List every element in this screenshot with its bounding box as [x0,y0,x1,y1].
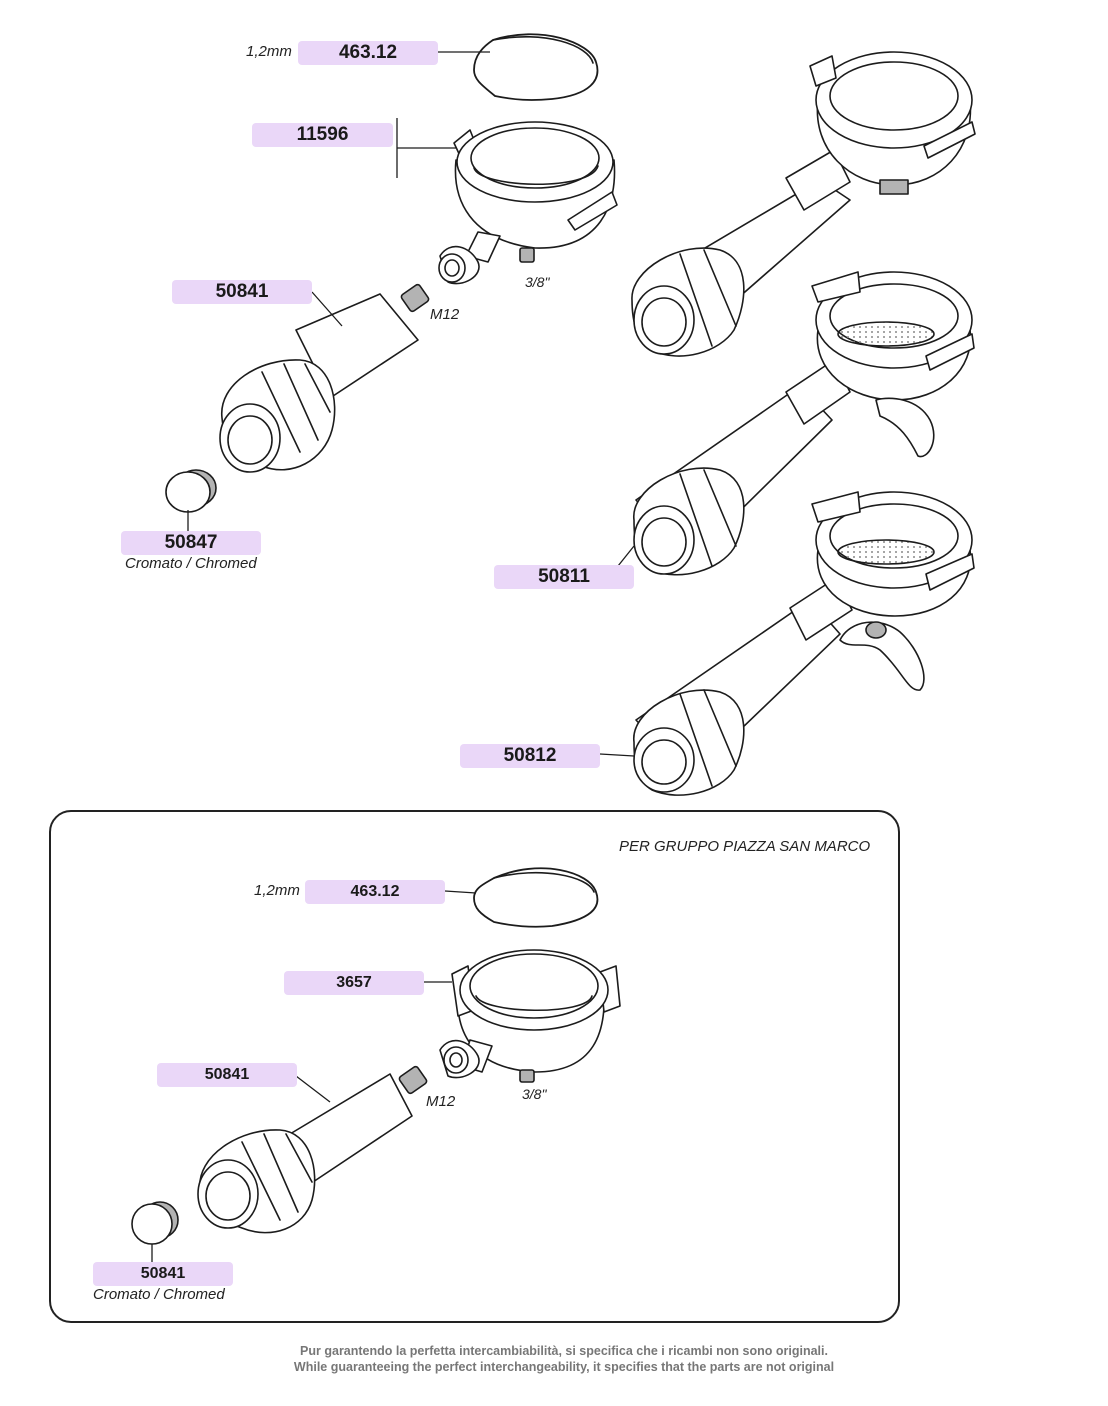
leader-line [444,890,477,894]
leader-line [599,753,635,757]
panel-title: PER GRUPPO PIAZZA SAN MARCO [619,838,871,855]
leader-line [617,545,635,567]
handle-drawing [219,283,430,473]
panel-gasket-part-code: 463.12 [305,880,445,904]
panel-filter-holder-part-code: 3657 [284,971,424,995]
end-cap-drawing [165,469,217,513]
end-cap-drawing [131,1201,179,1245]
handle-thread-note: M12 [430,306,460,323]
gasket-ring-drawing [493,871,595,893]
filter-holder-part-code: 11596 [252,123,393,147]
panel-cap-finish-note: Cromato / Chromed [93,1286,225,1303]
gasket-ring-drawing [473,33,599,101]
single-spout-part-code: 50811 [494,565,634,589]
panel-body-thread-note: 3/8" [522,1086,547,1102]
cap-finish-note: Cromato / Chromed [125,555,257,572]
gasket-ring-drawing [473,867,599,928]
gasket-size-note: 1,2mm [246,43,292,60]
filter-holder-body-drawing [438,121,618,285]
gasket-ring-drawing [492,36,594,64]
handle-drawing [197,1065,428,1234]
leader-line [295,1075,331,1103]
panel-cap-part-code: 50841 [93,1262,233,1286]
cap-part-code: 50847 [121,531,261,555]
gasket-part-code: 463.12 [298,41,438,65]
leader-line [311,291,343,327]
disclaimer-english: While guaranteeing the perfect interchan… [293,1360,835,1374]
san-marco-group-panel [49,810,900,1323]
leader-line [396,118,456,178]
panel-handle-part-code: 50841 [157,1063,297,1087]
double-spout-portafilter-drawing [633,491,975,796]
body-thread-note: 3/8" [525,274,550,290]
panel-handle-thread-note: M12 [426,1093,456,1110]
double-spout-part-code: 50812 [460,744,600,768]
filter-holder-body-drawing [439,949,621,1083]
panel-gasket-size-note: 1,2mm [254,882,300,899]
portafilter-complete-drawing [631,51,976,357]
handle-part-code: 50841 [172,280,312,304]
single-spout-portafilter-drawing [633,271,975,576]
leader-lines [151,51,635,1262]
disclaimer-italian: Pur garantendo la perfetta intercambiabi… [300,1344,828,1358]
